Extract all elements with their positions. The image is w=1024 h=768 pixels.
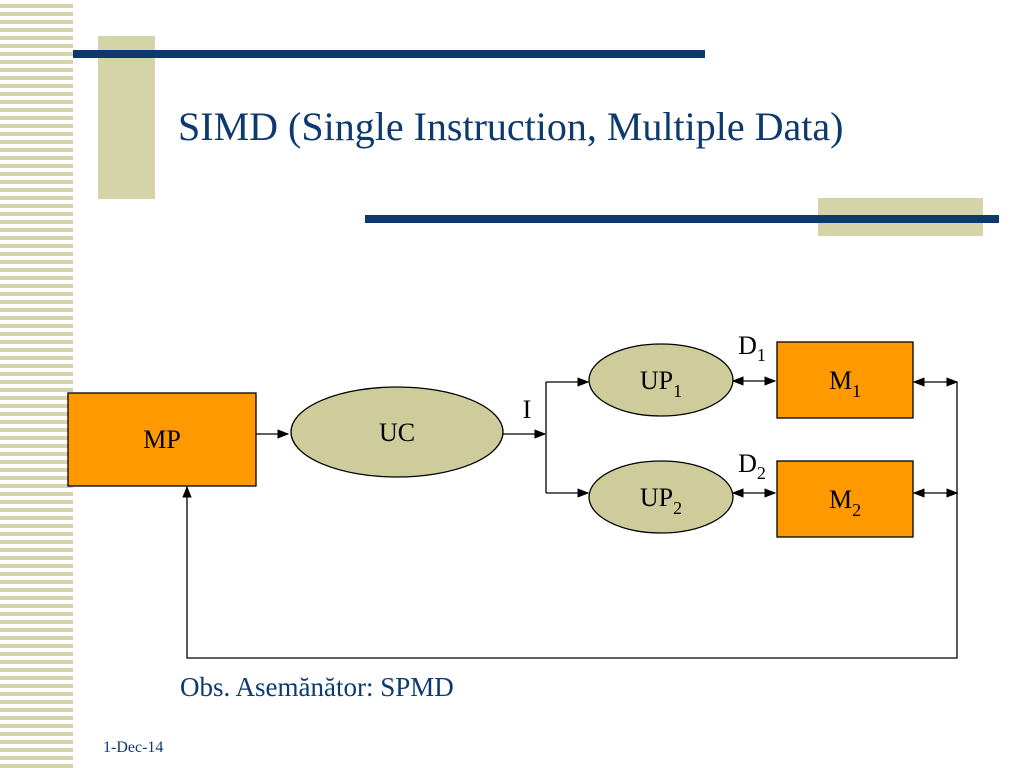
node-m1-label: M1 (829, 366, 861, 401)
slide-date: 1-Dec-14 (103, 739, 164, 756)
node-m2-box (776, 460, 914, 538)
node-up2-label: UP2 (640, 483, 682, 518)
node-mp-label: MP (143, 425, 181, 454)
observation-note: Obs. Asemănător: SPMD (180, 672, 454, 702)
bottom-rule (365, 215, 999, 223)
label-d1: D1 (738, 331, 766, 365)
slide-title: SIMD (Single Instruction, Multiple Data) (178, 104, 844, 149)
node-mp-box (67, 392, 257, 487)
left-stripe-decoration (0, 0, 73, 768)
node-uc-ellipse (290, 386, 504, 478)
title-accent-block (98, 36, 155, 199)
node-up1-label: UP1 (640, 366, 682, 401)
label-d2: D2 (738, 449, 766, 483)
top-rule (73, 50, 705, 58)
node-m2-label: M2 (829, 485, 861, 520)
edge-feedback-loop (182, 382, 958, 659)
node-uc-label: UC (379, 418, 415, 447)
node-m1-box (776, 341, 914, 419)
label-i: I (523, 395, 532, 424)
node-up2-ellipse (588, 460, 734, 534)
node-up1-ellipse (588, 343, 734, 417)
